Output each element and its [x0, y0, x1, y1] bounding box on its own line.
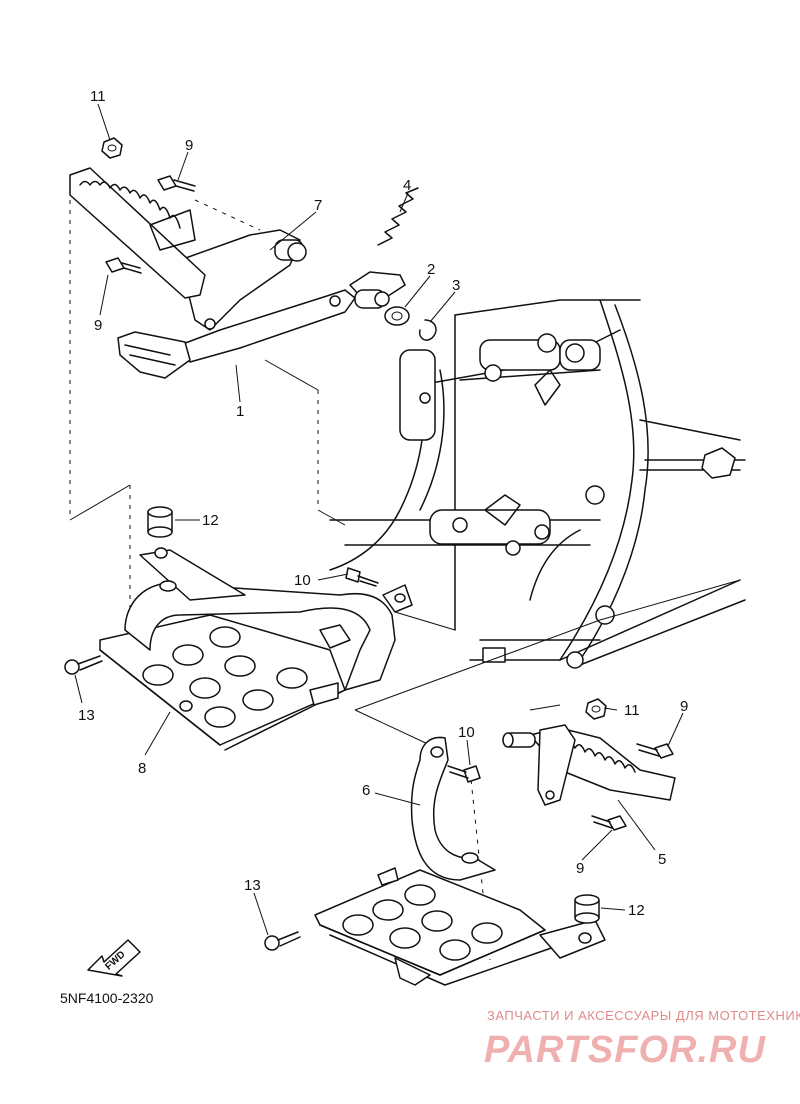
leader-lines: [74, 103, 684, 936]
callout-12-a: 12: [202, 512, 219, 529]
callout-10-a: 10: [294, 572, 311, 589]
callout-2: 2: [427, 261, 435, 278]
part-9-bolt-upper-a: [157, 175, 196, 192]
callout-12-b: 12: [628, 902, 645, 919]
part-13-bolt-lower: [264, 931, 301, 951]
part-6-guard: [410, 736, 496, 881]
callout-13-a: 13: [78, 707, 95, 724]
part-12-damper-upper: [147, 506, 173, 538]
callout-11-b: 11: [624, 702, 640, 719]
skid-plate-lower: [314, 852, 606, 986]
part-12-damper-lower: [574, 894, 600, 924]
part-2-washer: [384, 306, 410, 326]
watermark: ЗАПЧАСТИ И АКСЕССУАРЫ ДЛЯ МОТОТЕХНИКИ PA…: [484, 1008, 800, 1071]
part-7-footrest-bracket: [179, 229, 307, 331]
part-11-nut-upper: [101, 137, 123, 159]
part-9-bolt-upper-b: [105, 257, 142, 274]
part-5-footpeg-right: [502, 724, 676, 806]
callout-7: 7: [314, 197, 322, 214]
part-13-bolt-upper: [64, 655, 103, 675]
callout-4: 4: [403, 177, 411, 194]
callout-numbers: 11 9 4 7 2 3 9 1 12 10 13 8 11 9 10 6 5 …: [78, 88, 688, 919]
frame-assembly: [329, 299, 746, 669]
callout-9-b: 9: [94, 317, 102, 334]
part-3-clip: [418, 319, 437, 341]
fwd-arrow-icon: FWD: [87, 939, 141, 977]
part-4-spring: [377, 187, 419, 246]
callout-13-b: 13: [244, 877, 261, 894]
part-11-nut-lower: [585, 698, 607, 720]
center-lines: [69, 199, 491, 961]
callout-9-c: 9: [680, 698, 688, 715]
part-9-bolt-lower-a: [636, 743, 674, 759]
diagram-code: 5NF4100-2320: [60, 990, 154, 1006]
part-1-brake-pedal: [117, 271, 406, 379]
callout-10-b: 10: [458, 724, 475, 741]
part-10-bolt-upper: [345, 567, 379, 587]
callout-9-d: 9: [576, 860, 584, 877]
callout-5: 5: [658, 851, 666, 868]
callout-8: 8: [138, 760, 146, 777]
watermark-subtitle: ЗАПЧАСТИ И АКСЕССУАРЫ ДЛЯ МОТОТЕХНИКИ: [487, 1008, 800, 1023]
callout-9-a: 9: [185, 137, 193, 154]
watermark-brand: PARTSFOR.RU: [484, 1029, 766, 1071]
callout-3: 3: [452, 277, 460, 294]
reference-lines: [69, 359, 741, 746]
callout-1: 1: [236, 403, 244, 420]
part-8-skid-plate: [99, 547, 413, 751]
part-9-bolt-lower-b: [591, 815, 627, 831]
left-footpeg: [69, 167, 206, 299]
part-10-bolt-lower: [447, 765, 481, 783]
callout-6: 6: [362, 782, 370, 799]
callout-11-a: 11: [90, 88, 106, 105]
